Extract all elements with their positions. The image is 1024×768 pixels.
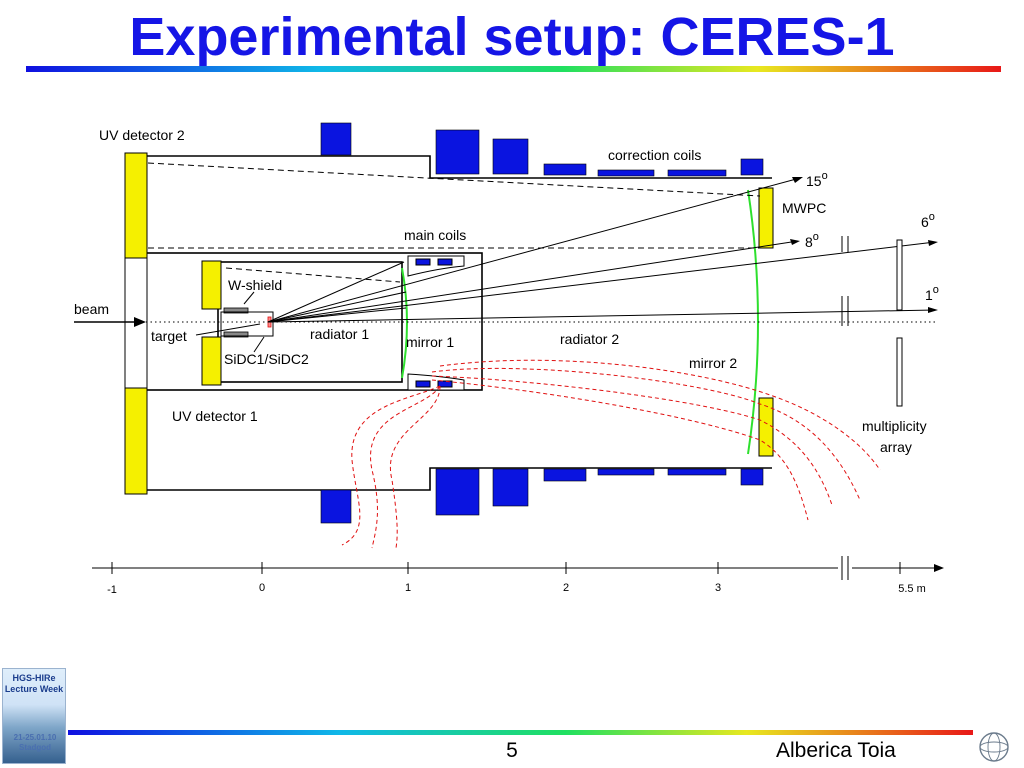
field-lines <box>341 359 881 549</box>
w-shield <box>223 307 249 338</box>
badge-date: 21-25.01.10 Stadgod <box>13 733 57 752</box>
mwpc-lower <box>758 397 774 457</box>
label-uv-detector-2: UV detector 2 <box>99 127 185 143</box>
label-mirror-1: mirror 1 <box>406 334 454 350</box>
w-shield-pointer <box>243 291 255 305</box>
label-array: array <box>880 439 912 455</box>
distance-axis <box>92 556 938 580</box>
label-w-shield: W-shield <box>228 277 282 293</box>
label-mwpc: MWPC <box>782 200 826 216</box>
axis-tick-label: 0 <box>259 582 265 594</box>
axis-breaks-upper <box>841 236 849 326</box>
uv-detector-1 <box>124 387 148 495</box>
multiplicity-array <box>896 239 903 407</box>
mirror-1 <box>401 267 408 379</box>
angle-6: 6o <box>921 211 935 230</box>
badge-title: HGS-HIRe Lecture Week <box>4 673 64 694</box>
axis-arrowhead <box>934 564 944 572</box>
particle-rays <box>267 177 936 323</box>
label-main-coils: main coils <box>404 227 466 243</box>
axis-tick-label: -1 <box>107 584 117 596</box>
main-coils <box>407 255 465 391</box>
angle-15: 15o <box>806 170 828 189</box>
label-uv-detector-1: UV detector 1 <box>172 408 258 424</box>
mirror-2 <box>747 189 759 455</box>
label-multiplicity: multiplicity <box>862 418 927 434</box>
dashed-geometry <box>147 162 761 283</box>
coils-top <box>320 122 764 177</box>
cern-logo-icon <box>979 732 1009 762</box>
mwpc-upper <box>758 187 774 249</box>
envelope-outer-top <box>146 155 772 179</box>
beam-arrowhead <box>134 317 146 327</box>
label-radiator-1: radiator 1 <box>310 326 369 342</box>
axis-tick-label: 2 <box>563 582 569 594</box>
footer-gradient-rule <box>68 730 973 735</box>
label-beam: beam <box>74 301 109 317</box>
lecture-week-badge: HGS-HIRe Lecture Week 21-25.01.10 Stadgo… <box>2 668 66 764</box>
ray-arrowheads <box>790 177 938 313</box>
detector-envelope <box>145 155 772 491</box>
inner-detector-lower <box>201 336 222 386</box>
label-sidc: SiDC1/SiDC2 <box>224 351 309 367</box>
label-correction-coils: correction coils <box>608 147 701 163</box>
page-number: 5 <box>506 739 518 762</box>
uv-detector-2 <box>124 152 148 259</box>
label-radiator-2: radiator 2 <box>560 331 619 347</box>
label-target: target <box>151 328 187 344</box>
angle-1: 1o <box>925 284 939 303</box>
axis-tick-label: 5.5 m <box>898 583 926 595</box>
slide-title: Experimental setup: CERES-1 <box>129 7 895 67</box>
axis-tick-label: 3 <box>715 582 721 594</box>
label-mirror-2: mirror 2 <box>689 355 737 371</box>
sidc-pointer <box>253 336 265 353</box>
target-pointer <box>195 323 261 336</box>
title-gradient-rule <box>26 66 1001 72</box>
axis-tick-label: 1 <box>405 582 411 594</box>
angle-8: 8o <box>805 231 819 250</box>
target-box <box>220 311 274 337</box>
author-name: Alberica Toia <box>776 739 896 762</box>
coils-bottom <box>320 468 764 524</box>
inner-detector-upper <box>201 260 222 310</box>
envelope-outer-bottom <box>146 467 772 491</box>
